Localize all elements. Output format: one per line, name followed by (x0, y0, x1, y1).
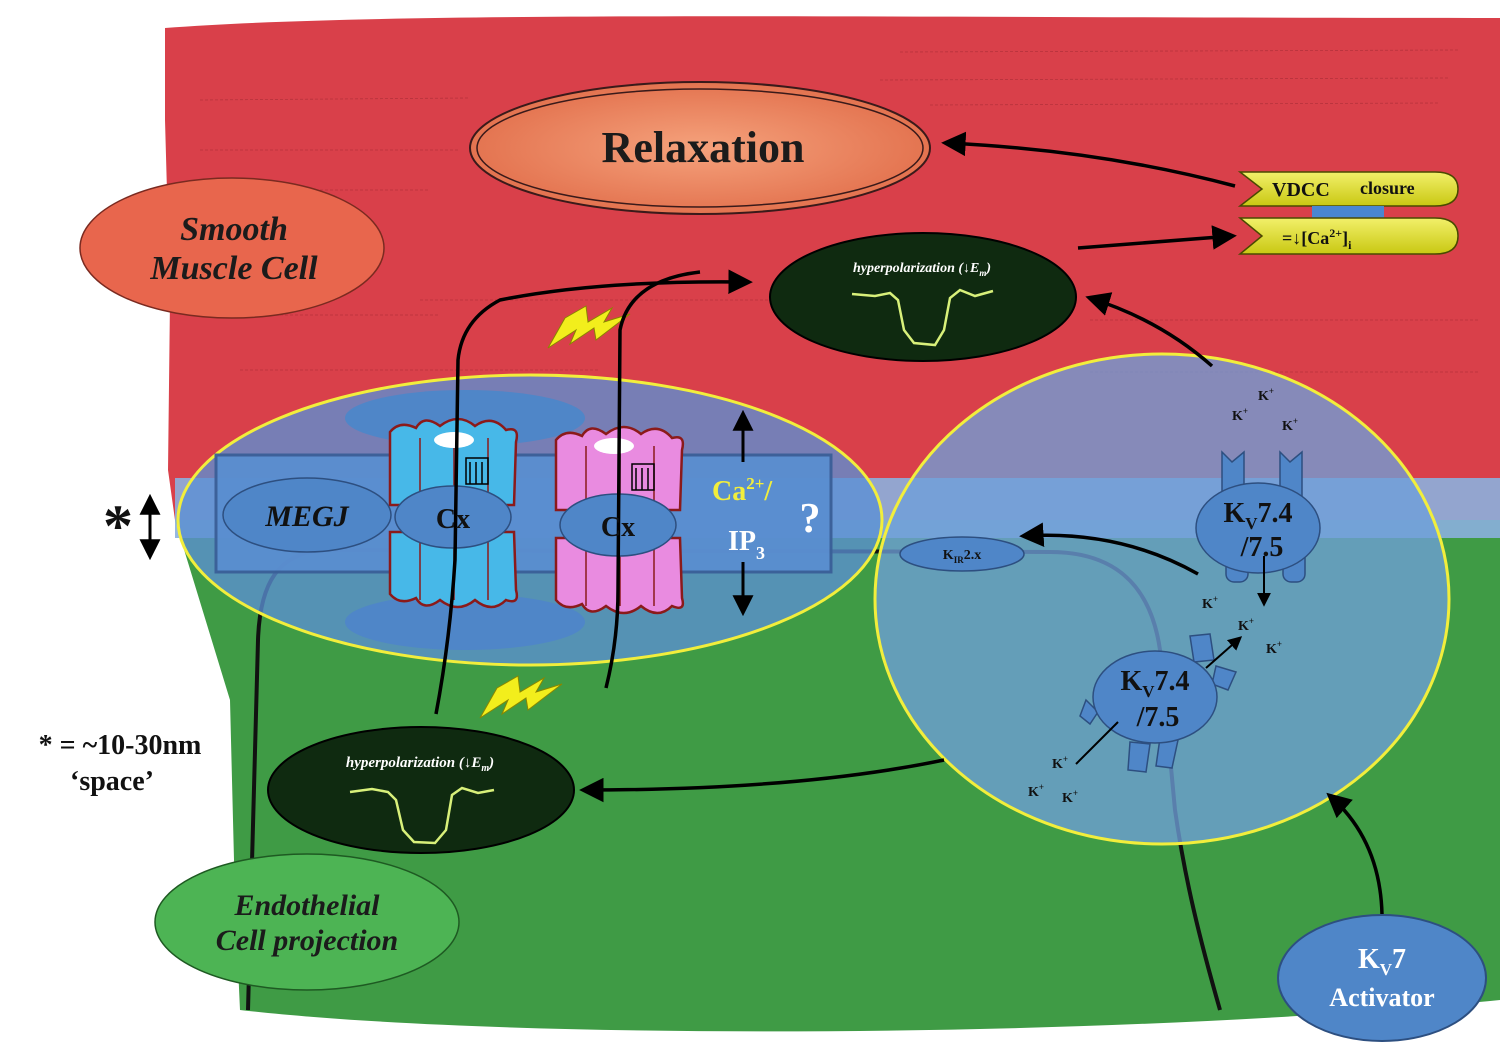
kv-channel-lower (1079, 633, 1238, 773)
arrow-vdcc-to-relaxation (941, 131, 1236, 188)
vdcc-channel-link (1312, 206, 1384, 218)
calcium-decrease-shape (1237, 217, 1459, 255)
potassium-ion: K+ (1202, 594, 1218, 612)
lightning-icon-upper (547, 305, 631, 349)
arrow-k-efflux-lower (1205, 636, 1243, 669)
hyperpolarization-smc-trace (851, 288, 994, 347)
connexin-pink-label: Cx (601, 512, 635, 543)
arrow-kv-to-smc-hyperpolarization (1085, 292, 1214, 368)
kv-lower-label-line1: KV7.4 (1120, 666, 1189, 701)
kv-lower-label-line2: /7.5 (1136, 702, 1180, 733)
megj-label-ellipse (222, 477, 392, 553)
kir-channel-ellipse (899, 536, 1025, 572)
endothelial-label-line2: Cell projection (216, 924, 399, 957)
hyperpolarization-ec-label: hyperpolarization (↓Em) (346, 755, 494, 774)
kv-upper-label-line1: KV7.4 (1223, 498, 1292, 533)
arrow-k-efflux-entry (1075, 721, 1119, 765)
arrow-kv-to-ec-hyperpolarization (579, 758, 945, 803)
kv-upper-label-line2: /7.5 (1240, 532, 1284, 563)
kir-label: KIR2.x (943, 548, 981, 565)
hyperpolarization-ec-ellipse (267, 726, 575, 854)
vdcc-closure-shape (1237, 171, 1459, 207)
smooth-muscle-label-ellipse (79, 177, 385, 319)
hyperpolarization-ec-trace (349, 786, 495, 845)
kv-channel-ellipse (873, 352, 1451, 846)
calcium-decrease-label: =↓[Ca2+]i (1282, 226, 1352, 252)
potassium-ion: K+ (1266, 639, 1282, 657)
space-legend-line2: ‘space’ (70, 766, 154, 797)
kv7-activator-label-line1: KV7 (1358, 944, 1406, 979)
endothelial-label-line1: Endothelial (233, 889, 380, 922)
megj-lower-disc (345, 594, 585, 650)
closure-label: closure (1360, 178, 1415, 198)
arrow-cx-pink-to-smc (604, 270, 701, 689)
space-asterisk: * (103, 493, 133, 559)
arrow-kv-to-kir (1019, 522, 1199, 576)
kv-channel-upper (1195, 450, 1321, 583)
connexin-cyan-label-bg (394, 485, 512, 549)
kv7-activator-ellipse (1277, 914, 1487, 1042)
potassium-ion: K+ (1062, 788, 1078, 806)
relaxation-ellipse (469, 81, 931, 215)
hyperpolarization-smc-label: hyperpolarization (↓Em) (853, 261, 991, 278)
potassium-ions: K+ K+ K+ K+ K+ K+ K+ K+ K+ (1028, 386, 1298, 806)
arrow-cx-cyan-to-smc (434, 269, 753, 715)
smooth-muscle-label-line2: Muscle Cell (149, 250, 318, 287)
calcium-ip3-label: Ca2+/ (712, 474, 773, 507)
smooth-muscle-label-line1: Smooth (180, 211, 288, 248)
arrow-hyperpolarization-to-calcium (1077, 225, 1237, 250)
connexin-cyan-label: Cx (436, 504, 470, 535)
potassium-ion: K+ (1052, 754, 1068, 772)
hyperpolarization-smc-ellipse (769, 232, 1077, 362)
kv7-activator-label-line2: Activator (1329, 983, 1434, 1012)
question-mark: ? (800, 496, 821, 542)
megj-label: MEGJ (264, 500, 349, 533)
potassium-ion: K+ (1258, 386, 1274, 404)
potassium-ion: K+ (1282, 416, 1298, 434)
ip3-label: IP3 (728, 526, 765, 563)
endothelial-label-ellipse (154, 853, 460, 991)
space-legend-line1: * = ~10-30nm (39, 730, 202, 761)
potassium-ion: K+ (1232, 406, 1248, 424)
smooth-muscle-striations (199, 49, 1480, 373)
arrow-activator-to-kv (1326, 792, 1384, 915)
lightning-icon-lower (479, 675, 563, 719)
vdcc-label: VDCC (1272, 179, 1330, 201)
potassium-ion: K+ (1028, 782, 1044, 800)
relaxation-label: Relaxation (602, 123, 805, 172)
potassium-ion: K+ (1238, 616, 1254, 634)
